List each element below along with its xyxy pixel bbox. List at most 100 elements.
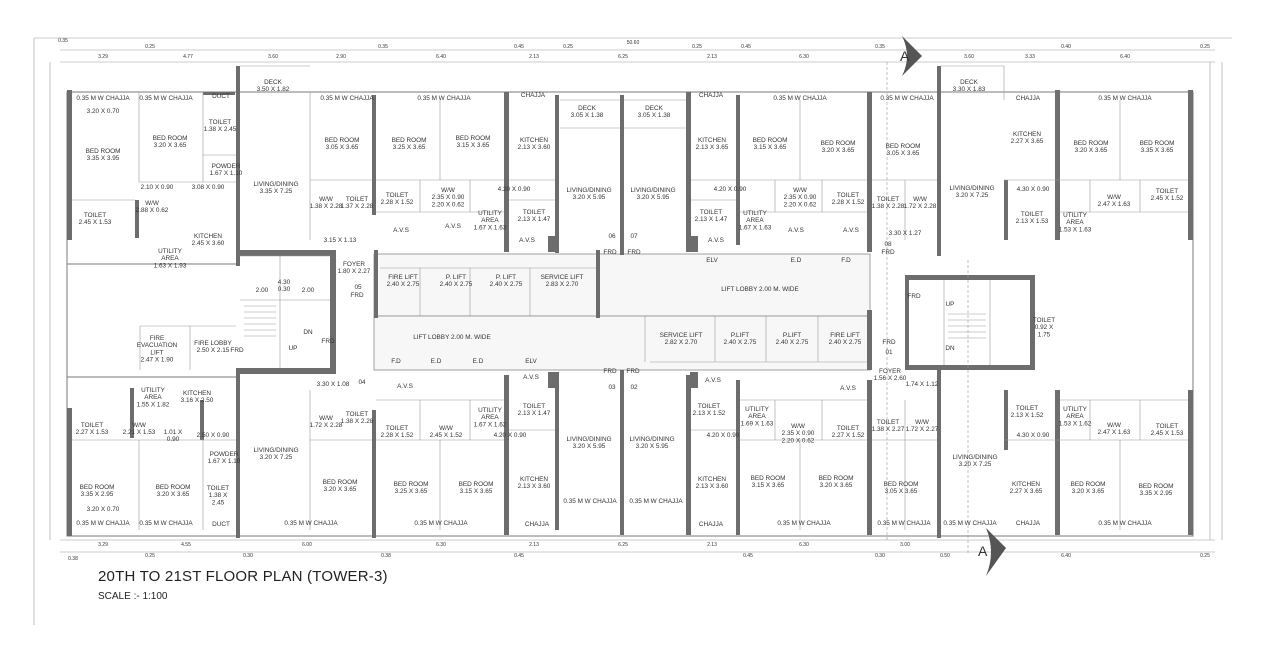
dimension-label: 6.30 bbox=[799, 54, 809, 60]
room-label: 01 bbox=[885, 349, 893, 356]
plan-title: 20TH TO 21ST FLOOR PLAN (TOWER-3) bbox=[98, 568, 388, 585]
dimension-label: 0.25 bbox=[1200, 553, 1210, 559]
room-label: ELV bbox=[706, 257, 718, 264]
room-label: CHAJJA bbox=[699, 521, 724, 528]
room-label: 3.30 X 1.27 bbox=[889, 230, 922, 237]
room-label: 02 bbox=[630, 384, 638, 391]
section-line: A A bbox=[886, 36, 1006, 576]
dimension-label: 3.60 bbox=[268, 54, 278, 60]
room-label: A.V.S bbox=[397, 383, 413, 390]
plan-scale: SCALE :- 1:100 bbox=[98, 591, 168, 602]
room-label: CHAJJA bbox=[525, 521, 550, 528]
room-label: FRD bbox=[603, 368, 617, 375]
dimension-label: 0.38 bbox=[68, 556, 78, 562]
slab-outline bbox=[66, 91, 1194, 537]
dimension-label: 0.45 bbox=[743, 553, 753, 559]
dimension-label: 0.35 bbox=[378, 44, 388, 50]
room-label: 08 bbox=[884, 241, 892, 248]
room-label: 1.74 X 1.12 bbox=[906, 381, 939, 388]
dimension-label: 6.25 bbox=[618, 542, 628, 548]
room-label: 0.35 M W CHAJJA bbox=[880, 95, 934, 102]
dimension-label: 4.55 bbox=[181, 542, 191, 548]
room-label: FRD bbox=[881, 249, 895, 256]
dimension-label: 6.40 bbox=[1120, 54, 1130, 60]
room-label: A.V.S bbox=[840, 385, 856, 392]
dimension-label: 0.25 bbox=[563, 44, 573, 50]
room-label: 07 bbox=[630, 233, 638, 240]
section-arrow-bottom-icon bbox=[986, 528, 1006, 576]
room-label: 03 bbox=[608, 384, 616, 391]
section-label-bottom: A bbox=[978, 543, 988, 559]
dimension-label: 50.60 bbox=[627, 40, 640, 46]
room-label: DUCT bbox=[212, 521, 230, 528]
room-label: CHAJJA bbox=[1016, 95, 1041, 102]
room-label: F.D bbox=[841, 257, 851, 264]
room-label: CHAJJA bbox=[521, 92, 546, 99]
room-label: 0.35 M W CHAJJA bbox=[320, 95, 374, 102]
room-label: 05 bbox=[354, 284, 362, 291]
room-label: 0.35 M W CHAJJA bbox=[284, 520, 338, 527]
room-label: 0.35 M W CHAJJA bbox=[777, 520, 831, 527]
dimension-label: 0.45 bbox=[514, 553, 524, 559]
room-label: 0.35 M W CHAJJA bbox=[76, 520, 130, 527]
room-label: A.V.S bbox=[519, 237, 535, 244]
room-label: 3.30 X 1.08 bbox=[317, 381, 350, 388]
dimension-label: 2.13 bbox=[529, 54, 539, 60]
room-label: DN bbox=[303, 329, 313, 336]
room-label: FRD bbox=[626, 368, 640, 375]
room-label: 2.10 X 0.90 bbox=[141, 184, 174, 191]
room-label: A.V.S bbox=[705, 377, 721, 384]
room-label: 0.35 M W CHAJJA bbox=[1098, 95, 1152, 102]
dimension-label: 0.25 bbox=[145, 44, 155, 50]
room-label: 0.35 M W CHAJJA bbox=[1098, 520, 1152, 527]
dimension-label: 0.30 bbox=[875, 553, 885, 559]
dimension-label: 0.40 bbox=[1061, 44, 1071, 50]
